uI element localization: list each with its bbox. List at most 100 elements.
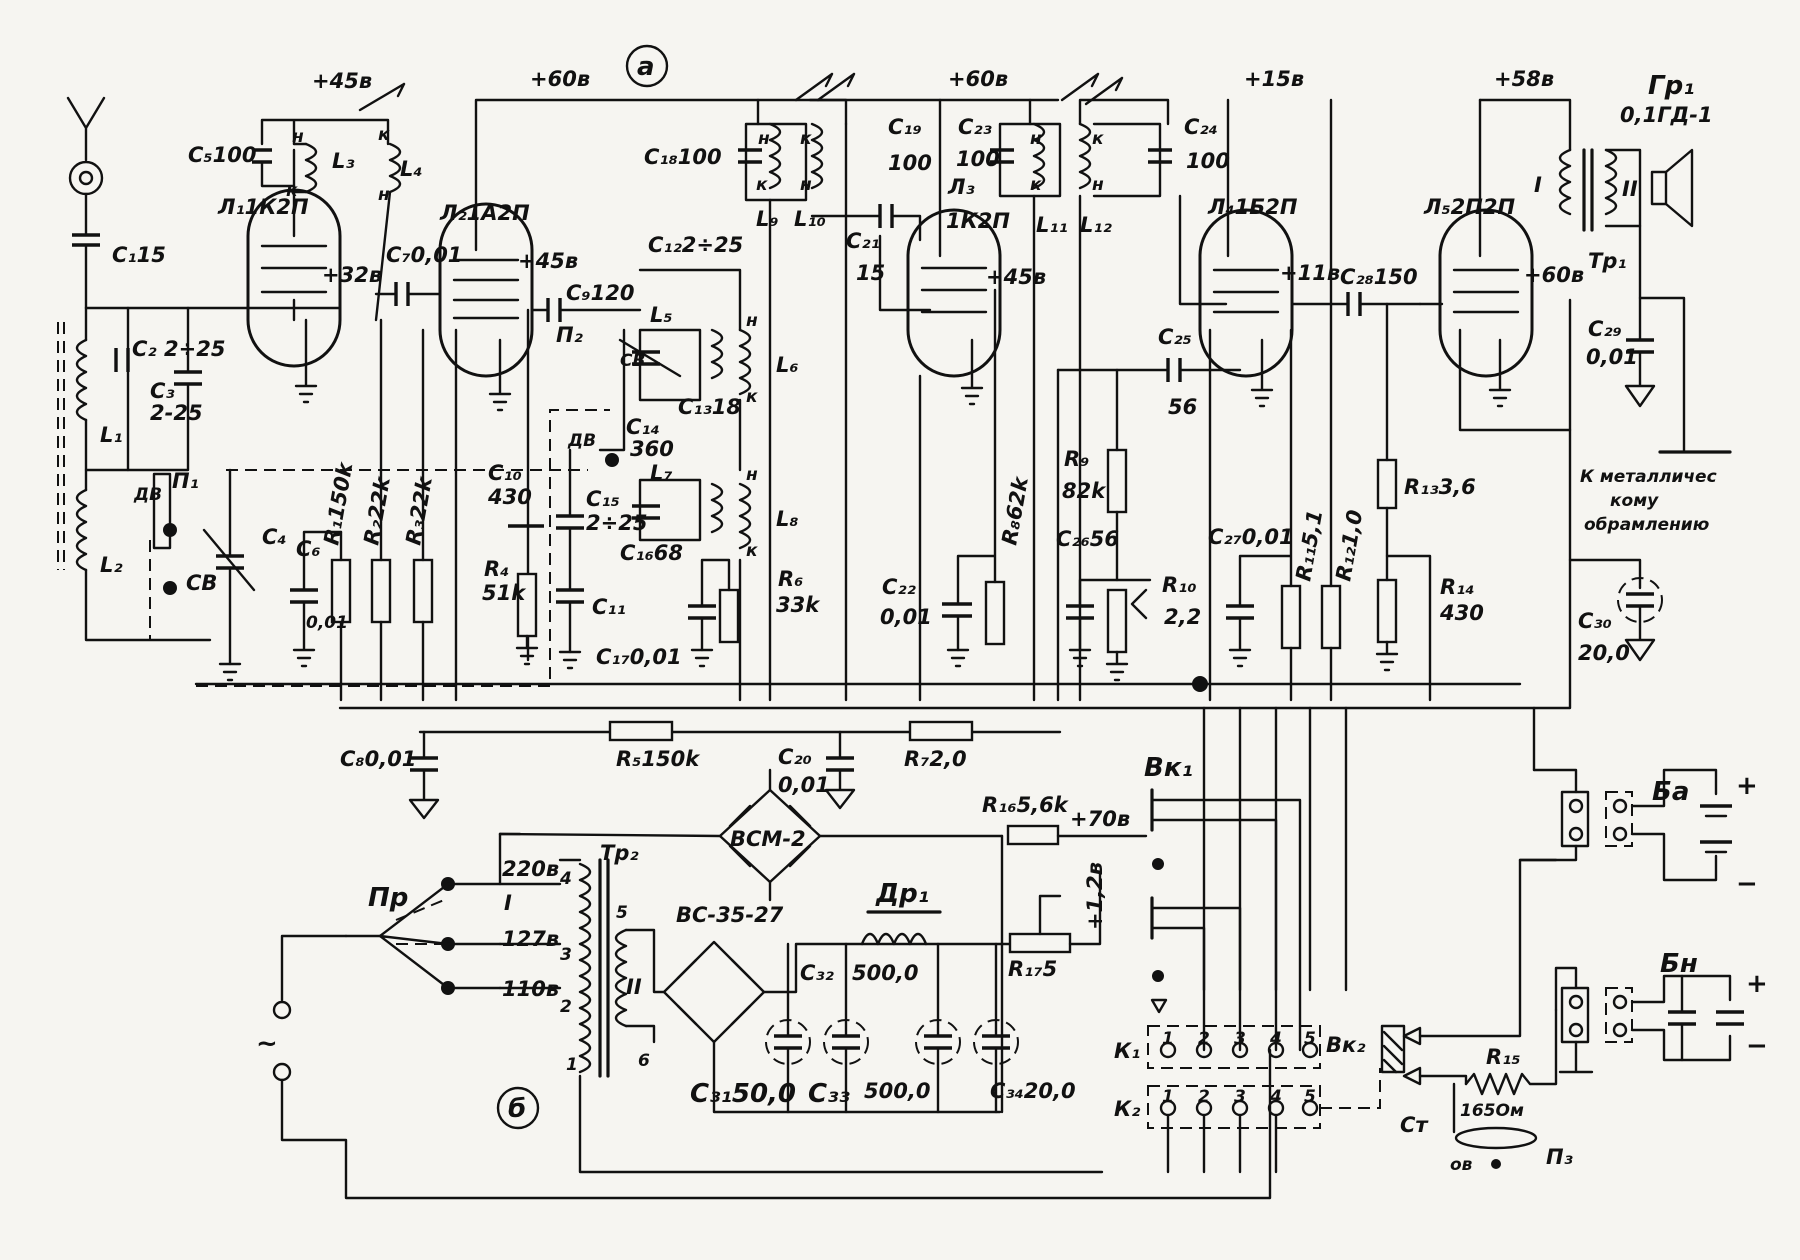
svg-text:C₂₇0,01: C₂₇0,01 <box>1208 525 1294 549</box>
svg-text:а: а <box>637 52 655 82</box>
svg-text:П₂: П₂ <box>556 323 584 347</box>
svg-text:+45в: +45в <box>518 249 578 273</box>
svg-text:Л₅2П2П: Л₅2П2П <box>1423 195 1515 219</box>
svg-text:0,01: 0,01 <box>306 613 348 633</box>
svg-text:2: 2 <box>1198 1029 1210 1049</box>
svg-text:Л₂1А2П: Л₂1А2П <box>439 201 530 225</box>
svg-text:н: н <box>292 127 304 147</box>
svg-text:0,01: 0,01 <box>778 773 830 797</box>
svg-text:82k: 82k <box>1062 479 1107 503</box>
svg-text:56: 56 <box>1168 395 1197 419</box>
svg-text:н: н <box>746 311 758 331</box>
tube-l1: Л₁1К2П +32в <box>217 148 382 404</box>
marker-a: а <box>625 44 669 88</box>
tube-l5: Л₅2П2П +60в +58в <box>1418 67 1584 432</box>
svg-text:C₆: C₆ <box>296 537 321 561</box>
svg-text:б: б <box>508 1094 526 1124</box>
c4: C₄ <box>202 468 287 682</box>
local-oscillator: C₁₂2÷25 СВ C₁₃18 ДВ C₁₄ 360 C₁₆68 L₅ L₇ … <box>567 233 799 702</box>
svg-text:2: 2 <box>560 997 572 1017</box>
svg-text:L₃: L₃ <box>332 149 355 173</box>
svg-text:R₁150k: R₁150k <box>319 459 357 547</box>
svg-text:к: к <box>756 175 768 195</box>
svg-text:C₃: C₃ <box>150 379 175 403</box>
svg-text:C₂₅: C₂₅ <box>1158 325 1192 349</box>
svg-text:+45в: +45в <box>986 265 1046 289</box>
svg-text:6: 6 <box>638 1051 650 1071</box>
connector-k2[interactable]: К₂ 1 2 3 4 5 <box>1114 1068 1381 1174</box>
svg-text:L₁: L₁ <box>100 423 123 447</box>
svg-text:L₆: L₆ <box>776 353 799 377</box>
svg-text:ов: ов <box>1450 1155 1473 1175</box>
svg-text:C₁₁: C₁₁ <box>592 595 626 619</box>
switch-p1[interactable]: ДВ П₁ СВ <box>133 469 217 641</box>
c30: C₃₀ 20,0 <box>1568 428 1663 665</box>
svg-text:360: 360 <box>630 437 674 461</box>
switch-vk1[interactable]: Вк₁ <box>1144 706 1348 1052</box>
svg-text:н: н <box>746 465 758 485</box>
svg-text:C₈0,01: C₈0,01 <box>340 747 416 771</box>
svg-text:C₃₀: C₃₀ <box>1578 609 1612 633</box>
svg-text:4: 4 <box>1269 1029 1282 1049</box>
svg-text:L₅: L₅ <box>650 303 673 327</box>
svg-text:СВ: СВ <box>620 351 645 371</box>
battery-ba: Ба + − <box>1518 706 1758 899</box>
svg-text:4: 4 <box>1269 1087 1282 1107</box>
connector-k1[interactable]: К₁ 1 2 3 4 5 <box>1114 1025 1321 1069</box>
svg-text:L₁₁: L₁₁ <box>1036 213 1068 237</box>
svg-text:1: 1 <box>1162 1087 1174 1107</box>
svg-text:+15в: +15в <box>1244 67 1304 91</box>
bridge-vs35: ВС-35-27 <box>624 903 1062 1114</box>
svg-text:к: к <box>286 181 298 201</box>
svg-text:Бн: Бн <box>1660 949 1698 979</box>
svg-text:C₂₂: C₂₂ <box>882 575 917 599</box>
svg-text:К₂: К₂ <box>1114 1097 1141 1121</box>
svg-text:Гр₁: Гр₁ <box>1648 71 1695 101</box>
svg-text:0,01: 0,01 <box>1586 345 1638 369</box>
antenna: C₁15 <box>66 96 166 310</box>
svg-text:н: н <box>758 129 770 149</box>
svg-text:R₁₁5,1: R₁₁5,1 <box>1291 508 1327 583</box>
svg-text:Пр: Пр <box>368 883 408 913</box>
svg-text:R₃22k: R₃22k <box>401 473 437 547</box>
svg-text:20,0: 20,0 <box>1578 641 1630 665</box>
switch-vk2[interactable]: Вк₂ R₁₅ 165Ом Ст П₃ ов <box>1326 858 1573 1175</box>
svg-text:100: 100 <box>888 151 932 175</box>
svg-text:Др₁: Др₁ <box>875 879 929 909</box>
svg-text:ДВ: ДВ <box>567 431 596 451</box>
svg-text:R₂22k: R₂22k <box>359 473 395 547</box>
svg-text:2: 2 <box>1198 1087 1210 1107</box>
svg-text:C₂₃: C₂₃ <box>958 115 992 139</box>
svg-text:C₁₂2÷25: C₁₂2÷25 <box>648 233 743 257</box>
svg-text:C₃₄20,0: C₃₄20,0 <box>990 1079 1076 1103</box>
svg-text:R₁₄: R₁₄ <box>1440 575 1475 599</box>
svg-text:н: н <box>1030 129 1042 149</box>
svg-text:R₈62k: R₈62k <box>997 473 1033 547</box>
svg-text:К₁: К₁ <box>1114 1039 1140 1063</box>
svg-text:C₂: C₂ <box>132 337 157 361</box>
svg-text:3: 3 <box>1234 1087 1246 1107</box>
c11-c15: C₁₅ 2÷25 C₁₁ <box>556 448 647 670</box>
svg-text:н: н <box>1092 175 1104 195</box>
svg-text:+: + <box>1736 771 1758 801</box>
input-coils: L₁ L₂ C₂ 2÷25 C₃ 2-25 <box>57 306 342 642</box>
c28-r13-r14: C₂₈150 R₁₃3,6 R₁₄ 430 <box>1290 265 1484 702</box>
heterodyne-section: C₉120 П₂ C₁₀ 430 R₄ 51k <box>482 281 642 666</box>
svg-text:C₂₁: C₂₁ <box>846 229 880 253</box>
svg-text:C₄: C₄ <box>262 525 287 549</box>
svg-text:Л₃: Л₃ <box>947 175 975 199</box>
svg-text:C₃₂: C₃₂ <box>800 961 835 985</box>
svg-text:Ст: Ст <box>1400 1113 1429 1137</box>
svg-text:+60в: +60в <box>1524 263 1584 287</box>
svg-text:L₁₀: L₁₀ <box>794 207 826 231</box>
svg-text:L₂: L₂ <box>100 553 123 577</box>
svg-text:к: к <box>746 387 758 407</box>
svg-text:165Ом: 165Ом <box>1460 1101 1524 1121</box>
svg-text:+58в: +58в <box>1494 67 1554 91</box>
svg-text:I: I <box>504 891 512 915</box>
svg-text:C₁₇0,01: C₁₇0,01 <box>596 645 682 669</box>
svg-text:R₆: R₆ <box>778 567 803 591</box>
tube-l2: Л₂1А2П +45в +60в <box>438 67 1060 702</box>
svg-text:C₃₁50,0: C₃₁50,0 <box>690 1079 796 1109</box>
svg-text:2÷25: 2÷25 <box>164 337 225 361</box>
